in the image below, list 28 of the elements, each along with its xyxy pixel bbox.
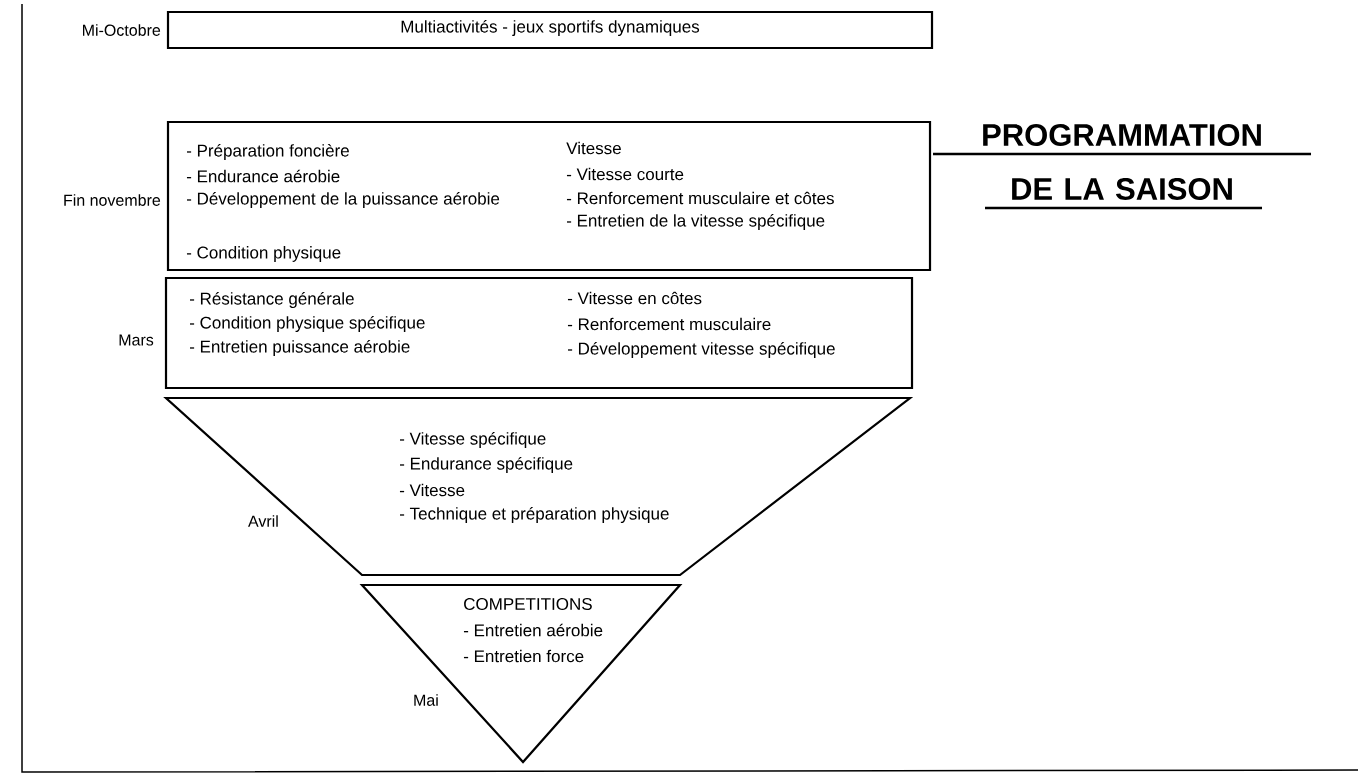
list-item: - Endurance aérobie <box>186 169 340 183</box>
list-item: - Développement vitesse spécifique <box>567 342 835 359</box>
list-item: - Endurance spécifique <box>399 457 573 474</box>
list-item: Multiactivités - jeux sportifs dynamiques <box>401 20 700 37</box>
list-item: - Vitesse en côtes <box>567 291 702 305</box>
list-item: - Résistance générale <box>189 292 354 309</box>
list-item: - Vitesse spécifique <box>399 432 546 449</box>
list-item: - Technique et préparation physique <box>399 507 669 524</box>
month-label: Avril <box>248 515 278 527</box>
list-item: Vitesse <box>566 141 621 155</box>
list-item: - Entretien aérobie <box>463 623 603 637</box>
list-item: COMPETITIONS <box>464 598 592 611</box>
list-item: - Vitesse courte <box>566 167 684 181</box>
month-label: Mi-Octobre <box>83 24 161 36</box>
list-item: - Entretien de la vitesse spécifique <box>566 214 825 231</box>
month-label: Mai <box>414 694 438 706</box>
month-label: Mars <box>119 334 154 346</box>
list-item: - Entretien puissance aérobie <box>189 340 410 357</box>
list-item: - Développement de la puissance aérobie <box>186 192 500 209</box>
month-label: Fin novembre <box>64 194 161 206</box>
list-item: - Condition physique <box>186 246 341 262</box>
list-item: - Renforcement musculaire et côtes <box>566 191 834 205</box>
title: PROGRAMMATION DE LA SAISON <box>933 124 1311 210</box>
list-item: - Vitesse <box>399 483 465 497</box>
list-item: - Préparation foncière <box>186 144 349 161</box>
list-item: - Entretien force <box>463 649 584 663</box>
list-item: - Renforcement musculaire <box>567 317 771 331</box>
list-item: - Condition physique spécifique <box>189 316 425 333</box>
